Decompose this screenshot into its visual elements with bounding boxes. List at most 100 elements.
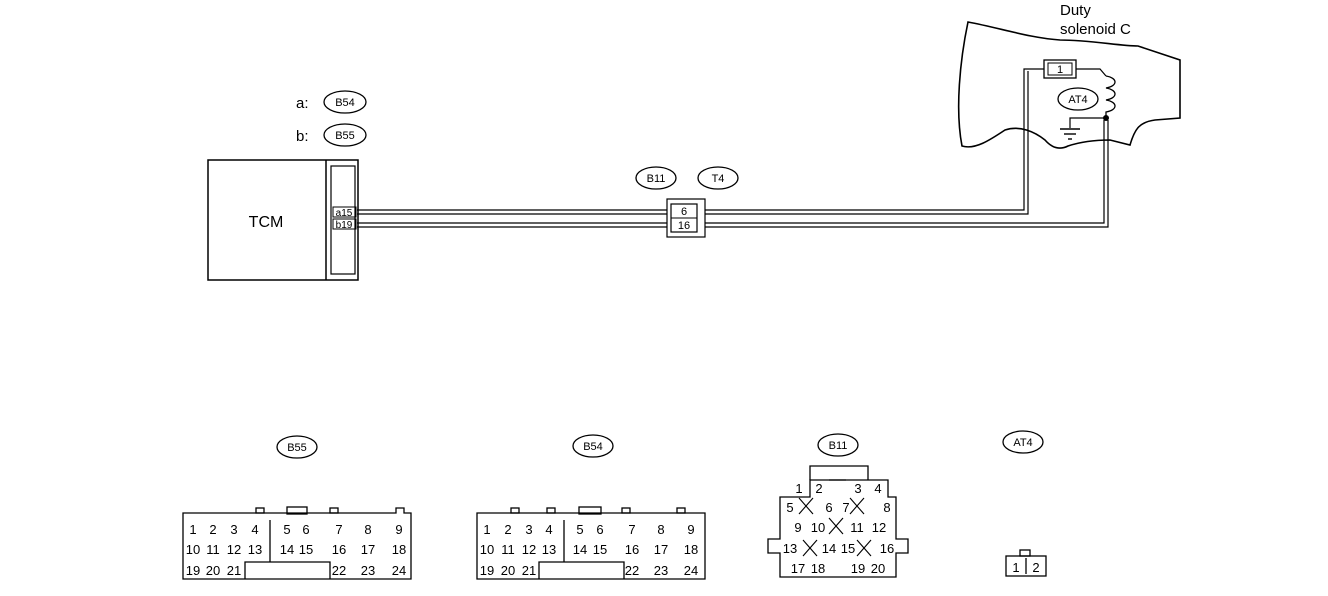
joint-connector-1: B11 xyxy=(647,173,666,185)
b54-pin: 4 xyxy=(545,522,552,537)
b55-connector-face xyxy=(182,506,412,580)
b11-pin: 8 xyxy=(883,500,890,515)
b54-pin: 19 xyxy=(480,563,494,578)
b54-pin: 23 xyxy=(654,563,668,578)
b11-pin: 12 xyxy=(872,520,886,535)
solenoid-title-2: solenoid C xyxy=(1060,21,1131,38)
b55-name: B55 xyxy=(287,442,307,454)
wire-a15 xyxy=(357,68,1044,215)
b11-pin: 4 xyxy=(874,481,881,496)
b54-pin: 16 xyxy=(625,542,639,557)
b54-pin: 10 xyxy=(480,542,494,557)
b55-pin: 3 xyxy=(230,522,237,537)
b54-pin: 9 xyxy=(687,522,694,537)
b11-pin: 1 xyxy=(795,481,802,496)
solenoid-title-1: Duty xyxy=(1060,2,1091,19)
b55-pin: 13 xyxy=(248,542,262,557)
b55-pin: 6 xyxy=(302,522,309,537)
legend-b-oval xyxy=(323,123,367,147)
b54-pin: 15 xyxy=(593,542,607,557)
ground-icon xyxy=(1060,128,1080,140)
at4-oval xyxy=(1002,430,1044,454)
joint-pin-top: 6 xyxy=(681,206,687,218)
b55-pin: 24 xyxy=(392,563,406,578)
joint-oval-b11 xyxy=(635,166,677,190)
joint-connector-2: T4 xyxy=(712,173,725,185)
b54-name: B54 xyxy=(583,441,603,453)
legend-b-connector: B55 xyxy=(335,130,355,142)
b55-pin: 14 xyxy=(280,542,294,557)
legend-a-key: a: xyxy=(296,95,309,112)
b55-oval xyxy=(276,435,318,459)
b55-pin: 23 xyxy=(361,563,375,578)
tcm-label: TCM xyxy=(249,214,284,231)
b54-pin: 5 xyxy=(576,522,583,537)
b11-pin: 2 xyxy=(815,481,822,496)
b11-pin: 20 xyxy=(871,561,885,576)
legend-a-oval xyxy=(323,90,367,114)
at4-name: AT4 xyxy=(1013,437,1032,449)
b55-pin: 18 xyxy=(392,542,406,557)
b11-pin: 10 xyxy=(811,520,825,535)
b54-pin: 13 xyxy=(542,542,556,557)
b11-pins: 1 2 3 4 5 6 7 8 9 10 11 12 13 14 15 16 1… xyxy=(783,481,894,576)
b55-pin: 9 xyxy=(395,522,402,537)
solenoid-connector: AT4 xyxy=(1068,94,1087,106)
b11-pin: 19 xyxy=(851,561,865,576)
b11-name: B11 xyxy=(829,440,848,452)
joint-pin-bottom: 16 xyxy=(678,220,690,232)
solenoid-connector-oval xyxy=(1057,87,1099,111)
tcm-connector-block xyxy=(330,165,356,275)
b54-pin: 17 xyxy=(654,542,668,557)
at4-pin: 2 xyxy=(1032,560,1039,575)
b11-pin: 13 xyxy=(783,541,797,556)
b54-pin: 18 xyxy=(684,542,698,557)
b54-pin: 14 xyxy=(573,542,587,557)
b55-pin: 10 xyxy=(186,542,200,557)
b11-oval xyxy=(817,433,859,457)
b54-pin: 22 xyxy=(625,563,639,578)
b55-pin: 19 xyxy=(186,563,200,578)
b55-pin: 5 xyxy=(283,522,290,537)
b11-pin: 7 xyxy=(842,500,849,515)
b54-oval xyxy=(572,434,614,458)
b55-pin: 12 xyxy=(227,542,241,557)
b11-pin: 9 xyxy=(794,520,801,535)
b55-pin: 21 xyxy=(227,563,241,578)
at4-connector-face xyxy=(1005,549,1047,577)
wire-b19 xyxy=(357,120,1109,228)
solenoid-lead xyxy=(1076,68,1107,77)
solenoid-pin: 1 xyxy=(1057,64,1063,76)
at4-pin: 1 xyxy=(1012,560,1019,575)
b55-pin: 8 xyxy=(364,522,371,537)
b55-pin: 16 xyxy=(332,542,346,557)
legend-a-connector: B54 xyxy=(335,97,355,109)
b54-pin: 2 xyxy=(504,522,511,537)
b54-connector-face xyxy=(476,506,706,580)
joint-oval-t4 xyxy=(697,166,739,190)
ground-lead xyxy=(1069,117,1106,128)
b55-pin: 2 xyxy=(209,522,216,537)
b55-pin: 7 xyxy=(335,522,342,537)
tcm-pin-a: a15 xyxy=(336,208,353,219)
b11-pin: 6 xyxy=(825,500,832,515)
b11-pin: 16 xyxy=(880,541,894,556)
b55-pin: 20 xyxy=(206,563,220,578)
b54-pin: 24 xyxy=(684,563,698,578)
b11-pin: 17 xyxy=(791,561,805,576)
transmission-outline xyxy=(957,21,1181,149)
b11-pin: 3 xyxy=(854,481,861,496)
b54-pins: 1 2 3 4 5 6 7 8 9 10 11 12 13 14 15 16 1… xyxy=(480,522,698,578)
b55-pin: 15 xyxy=(299,542,313,557)
b55-pin: 11 xyxy=(206,542,220,557)
b54-pin: 3 xyxy=(525,522,532,537)
b11-pin: 5 xyxy=(786,500,793,515)
b55-pin: 22 xyxy=(332,563,346,578)
legend-b-key: b: xyxy=(296,128,309,145)
tcm-pin-cell-a xyxy=(332,206,357,218)
b54-pin: 20 xyxy=(501,563,515,578)
b54-pin: 8 xyxy=(657,522,664,537)
b55-pins: 1 2 3 4 5 6 7 8 9 10 11 12 13 14 15 16 1… xyxy=(186,522,406,578)
tcm-pin-b: b19 xyxy=(336,220,353,231)
